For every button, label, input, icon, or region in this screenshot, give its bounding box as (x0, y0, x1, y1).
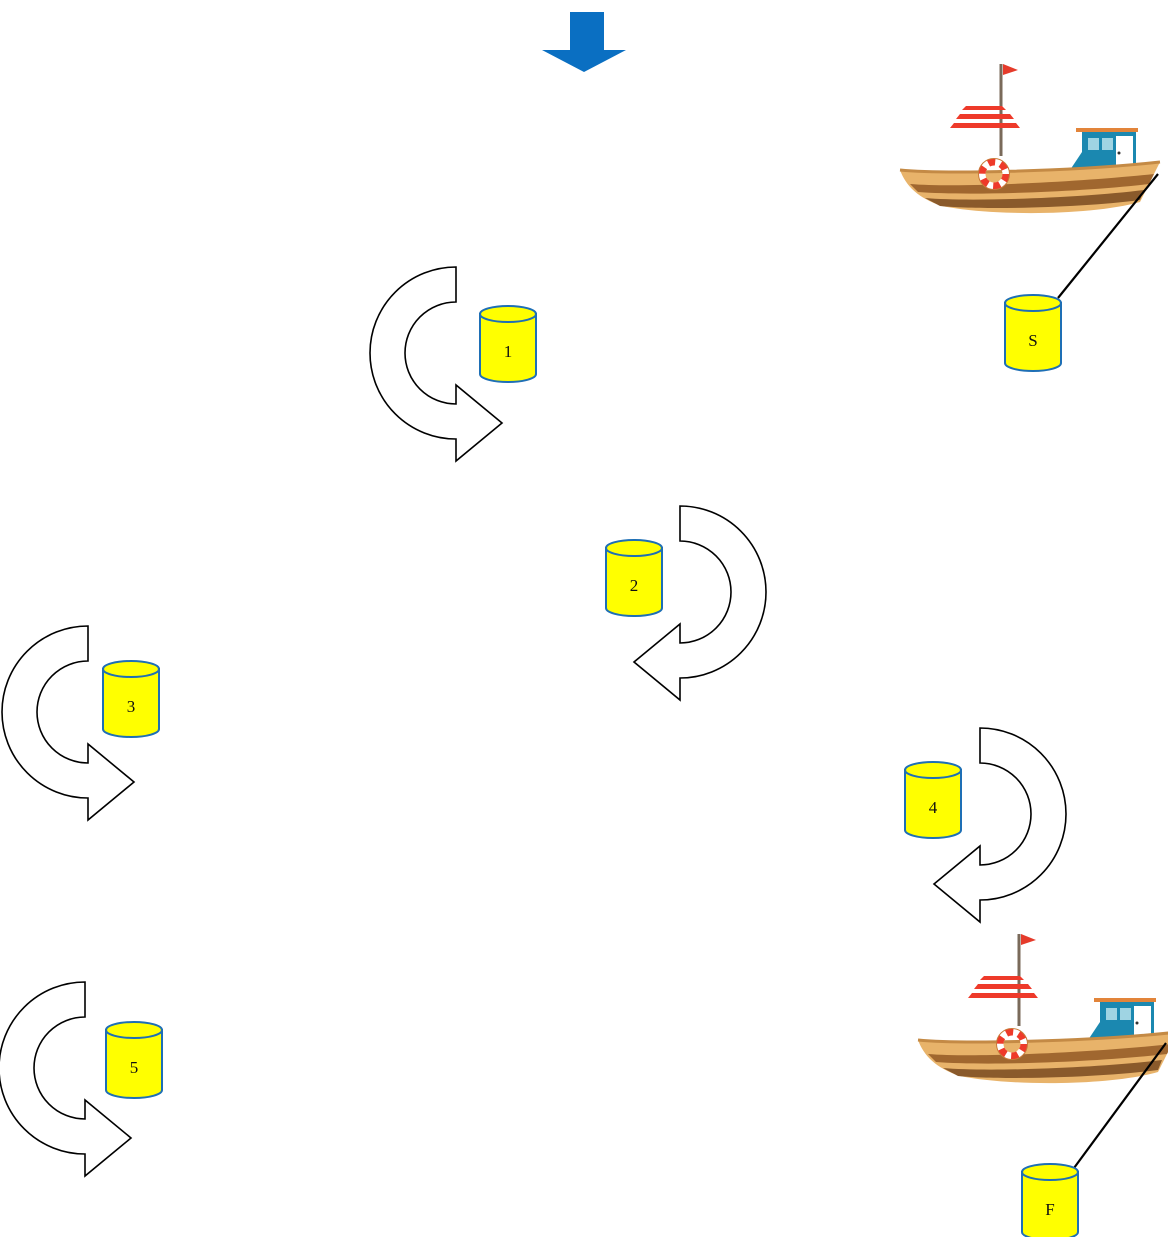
finish-line (1073, 1042, 1167, 1169)
start-buoy-label: S (1028, 331, 1037, 350)
start-boat-icon (900, 64, 1160, 213)
mark-5-buoy: 5 (105, 1021, 163, 1099)
mark-4-buoy: 4 (904, 761, 962, 839)
finish-boat-icon (918, 934, 1168, 1083)
mark-4-label: 4 (929, 798, 938, 817)
start-buoy: S (1004, 294, 1062, 372)
mark-2-label: 2 (630, 576, 639, 595)
mark-3-buoy: 3 (102, 660, 160, 738)
mark-5-label: 5 (130, 1058, 139, 1077)
mark-1-buoy: 1 (479, 305, 537, 383)
wind-down-arrow-icon (542, 12, 626, 72)
finish-buoy: F (1021, 1163, 1079, 1237)
mark-3-label: 3 (127, 697, 136, 716)
start-line (1057, 173, 1159, 299)
mark-1-label: 1 (504, 342, 513, 361)
finish-buoy-label: F (1045, 1200, 1054, 1219)
mark-2-buoy: 2 (605, 539, 663, 617)
